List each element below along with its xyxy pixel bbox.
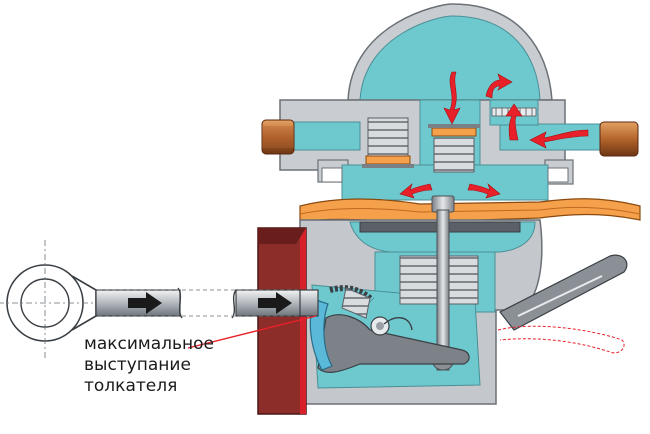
lever-spring: [329, 285, 375, 319]
annotation-line: толкателя: [84, 376, 178, 396]
push-arrow-icon: [258, 292, 292, 314]
pushrod-projection-lines: [98, 289, 300, 317]
drive-lever: [317, 314, 470, 373]
outlet-pipe: [599, 121, 639, 157]
top-cover: [347, 3, 553, 101]
flow-arrow-icon: [529, 129, 589, 149]
pushrod-annotation: максимальное выступание толкателя: [84, 334, 274, 397]
outlet-valve: [428, 124, 480, 173]
flow-arrow-icon: [467, 183, 501, 199]
flow-arrow-icon: [485, 73, 513, 99]
flow-arrow-icon: [505, 103, 523, 141]
inlet-pipe: [261, 119, 295, 155]
flow-arrow-icon: [399, 183, 433, 199]
annotation-leader: [187, 315, 317, 349]
push-arrow-icon: [128, 292, 162, 314]
annotation-line: максимальное: [84, 334, 215, 354]
pusher-cup: [309, 299, 333, 371]
camshaft-eccentric: [0, 240, 97, 360]
annotation-line: выступание: [84, 355, 191, 375]
flow-arrows: [399, 71, 589, 199]
diaphragm: [299, 198, 641, 223]
priming-lever: [499, 254, 628, 331]
flow-arrow-icon: [443, 71, 461, 125]
priming-lever-outline: [497, 325, 625, 354]
inlet-valve: [362, 117, 414, 168]
